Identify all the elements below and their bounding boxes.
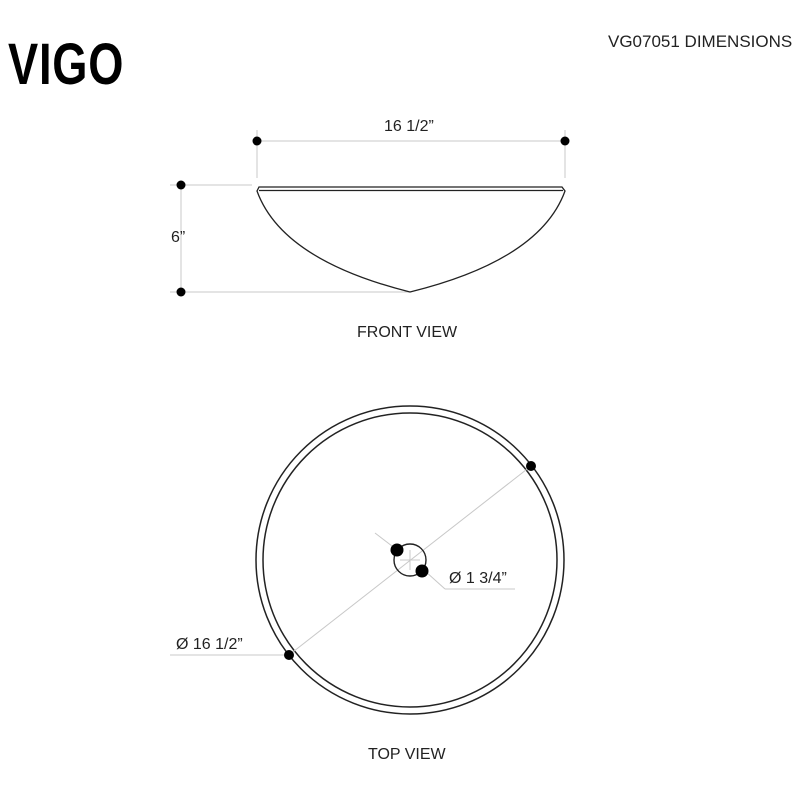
bowl-front-profile [256,186,566,293]
dimension-dot [284,650,294,660]
dimension-dot [176,180,186,190]
dimension-dot [176,287,186,297]
dimension-dot [560,136,570,146]
front-view-label: FRONT VIEW [357,324,458,341]
front-height-label: 6” [171,229,186,246]
drain-diameter-label: Ø 1 3/4” [449,570,507,587]
outer-diameter-label: Ø 16 1/2” [176,636,243,653]
dimension-dot [415,564,429,578]
drain-outline [393,543,427,577]
dimension-dot [390,543,404,557]
front-width-label: 16 1/2” [384,118,434,135]
front-width-dimension [256,130,566,178]
bowl-top-outline [255,405,565,715]
vigo-logo: VIGO [8,32,125,97]
dimension-dot [252,136,262,146]
top-view-label: TOP VIEW [368,746,446,763]
diameter-line [170,465,532,656]
page-title: VG07051 DIMENSIONS [608,32,793,51]
dimension-dot [526,461,536,471]
